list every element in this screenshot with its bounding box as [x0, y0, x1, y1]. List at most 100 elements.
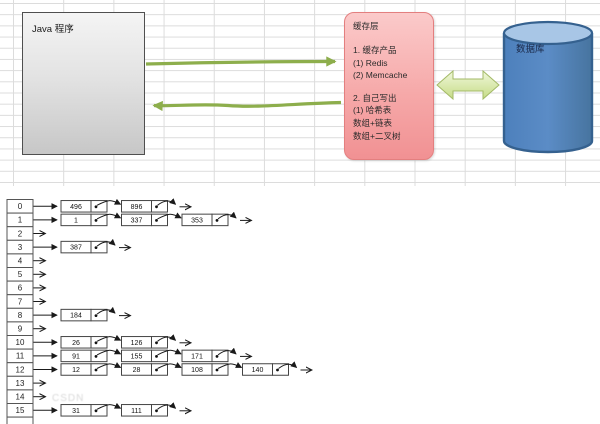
cache-layer-text-line: (1) 哈希表 — [353, 105, 392, 116]
list-node-value: 1 — [74, 218, 78, 225]
list-node-pointer-cell — [151, 336, 168, 349]
tail-arrow — [96, 306, 116, 315]
list-node-value: 171 — [191, 354, 203, 361]
list-node-pointer-cell — [90, 240, 108, 254]
cache-layer-text-line: 数组+二叉树 — [353, 130, 401, 141]
node-to-node-arrow — [96, 362, 122, 369]
bucket-index: 8 — [18, 311, 23, 320]
list-node-pointer-cell — [151, 349, 168, 363]
bucket-index: 3 — [18, 243, 23, 252]
list-node-pointer-cell — [90, 200, 108, 213]
bucket-cell-partial — [6, 416, 34, 424]
bucket-index: 14 — [16, 393, 25, 402]
list-node-pointer-cell — [90, 336, 108, 349]
list-node-value: 91 — [72, 354, 80, 361]
bucket-index: 9 — [18, 325, 23, 334]
list-node-value: 31 — [72, 408, 80, 415]
pointer-dot — [276, 368, 279, 372]
pointer-dot — [155, 205, 158, 209]
pointer-dot — [155, 409, 158, 413]
node-to-node-arrow — [96, 402, 122, 410]
pointer-dot — [94, 246, 98, 250]
java-program-label: Java 程序 — [32, 24, 74, 35]
tail-arrow — [217, 211, 237, 220]
list-node-pointer-cell — [90, 404, 108, 417]
bucket-index: 0 — [18, 202, 23, 211]
list-node-value: 140 — [252, 367, 264, 374]
pointer-dot — [94, 205, 98, 209]
watermark: CSDN — [52, 393, 85, 404]
list-node-pointer-cell — [211, 363, 229, 376]
list-node-value: 387 — [70, 245, 82, 252]
pointer-dot — [94, 341, 98, 345]
list-node-pointer-cell — [90, 213, 108, 227]
arrow-java-to-cache — [145, 56, 337, 67]
bucket-index: 7 — [18, 297, 23, 306]
pointer-dot — [94, 409, 98, 413]
node-to-node-arrow — [157, 212, 182, 220]
bucket-index: 6 — [18, 284, 23, 293]
node-to-node-arrow — [96, 212, 122, 220]
tail-arrow — [157, 402, 177, 410]
double-arrow-cache-db — [436, 69, 500, 101]
list-node-pointer-cell — [151, 200, 168, 213]
list-node-value: 12 — [72, 367, 80, 374]
list-node-value: 184 — [70, 313, 82, 320]
list-node-pointer-cell — [211, 213, 229, 227]
list-node-value: 108 — [191, 367, 203, 374]
cache-layer-text-line: (2) Memcache — [353, 70, 408, 81]
pointer-dot — [94, 368, 98, 372]
pointer-dot — [215, 368, 219, 372]
node-to-node-arrow — [96, 348, 122, 356]
list-node-value: 337 — [131, 218, 143, 225]
pointer-dot — [155, 219, 158, 222]
tail-arrow — [96, 238, 116, 247]
bucket-index: 2 — [18, 229, 23, 238]
cache-layer-text-line: (1) Redis — [353, 57, 388, 68]
pointer-dot — [155, 341, 158, 345]
bucket-index: 1 — [18, 216, 23, 225]
pointer-dot — [155, 355, 158, 358]
bucket-index: 12 — [16, 365, 25, 374]
list-node-pointer-cell — [90, 308, 108, 322]
list-node-value: 28 — [133, 367, 141, 374]
node-to-node-arrow — [217, 362, 243, 369]
list-node-value: 496 — [70, 204, 82, 211]
pointer-dot — [215, 355, 219, 358]
cache-layer-text-line: 2. 自己写出 — [353, 92, 397, 103]
list-node-value: 896 — [131, 204, 143, 211]
cache-layer-text-line: 1. 缓存产品 — [353, 45, 397, 55]
tail-arrow — [157, 334, 177, 342]
list-node-pointer-cell — [151, 404, 168, 417]
tail-arrow — [157, 198, 177, 206]
node-to-node-arrow — [96, 198, 122, 206]
database-label: 数据库 — [516, 43, 545, 55]
tail-arrow — [278, 361, 298, 369]
list-node-value: 126 — [131, 340, 143, 347]
bucket-index: 11 — [16, 352, 25, 361]
database-cylinder: 数据库 — [502, 20, 594, 154]
pointer-dot — [94, 314, 98, 317]
list-node-pointer-cell — [90, 363, 108, 376]
list-node-pointer-cell — [272, 363, 289, 376]
list-node-pointer-cell — [151, 363, 168, 376]
pointer-dot — [215, 219, 219, 222]
bucket-index: 10 — [16, 338, 25, 347]
arrow-cache-to-java — [152, 100, 342, 112]
pointer-dot — [94, 355, 98, 358]
list-node-value: 155 — [131, 354, 143, 361]
bucket-index: 15 — [16, 406, 25, 415]
list-node-value: 353 — [191, 218, 203, 225]
list-node-value: 26 — [72, 340, 80, 347]
bucket-index: 13 — [16, 379, 25, 388]
bucket-index: 5 — [18, 270, 23, 279]
node-to-node-arrow — [96, 334, 122, 342]
java-program-box: Java 程序 — [22, 12, 145, 155]
pointer-dot — [94, 219, 98, 222]
list-node-pointer-cell — [211, 349, 229, 363]
cache-layer-text: 1. 缓存产品 (1) Redis (2) Memcache 2. 自己写出 (1) 哈… — [353, 44, 429, 142]
